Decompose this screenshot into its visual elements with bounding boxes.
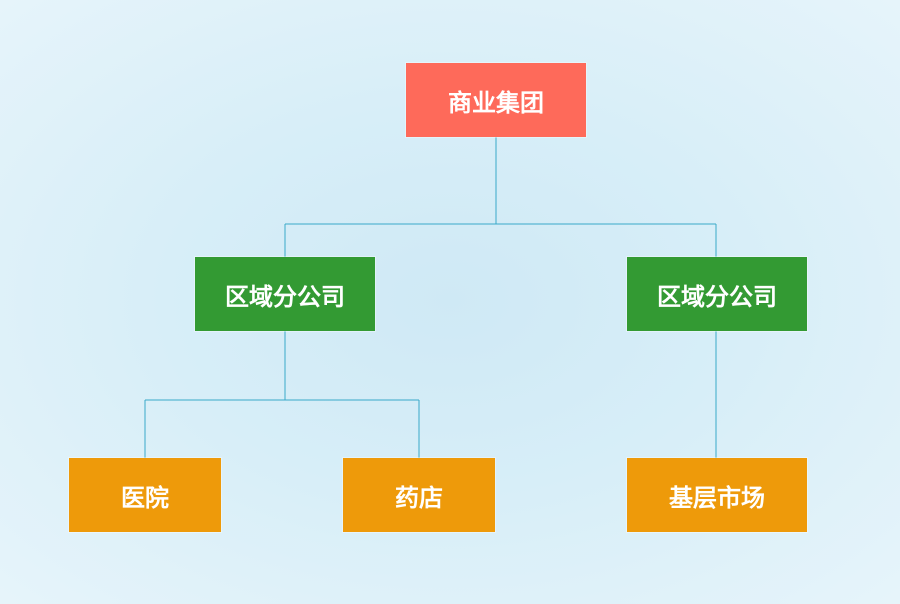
- node-region-right-label: 区域分公司: [657, 282, 777, 311]
- node-market-label: 基层市场: [669, 483, 765, 512]
- node-pharmacy-label: 药店: [395, 483, 443, 512]
- node-pharmacy[interactable]: 药店: [343, 458, 495, 532]
- node-root[interactable]: 商业集团: [406, 63, 586, 137]
- node-hospital[interactable]: 医院: [69, 458, 221, 532]
- node-region-left[interactable]: 区域分公司: [195, 257, 375, 331]
- node-region-left-label: 区域分公司: [225, 282, 345, 311]
- node-region-right[interactable]: 区域分公司: [627, 257, 807, 331]
- node-market[interactable]: 基层市场: [627, 458, 807, 532]
- node-hospital-label: 医院: [121, 483, 169, 512]
- node-root-label: 商业集团: [448, 88, 544, 117]
